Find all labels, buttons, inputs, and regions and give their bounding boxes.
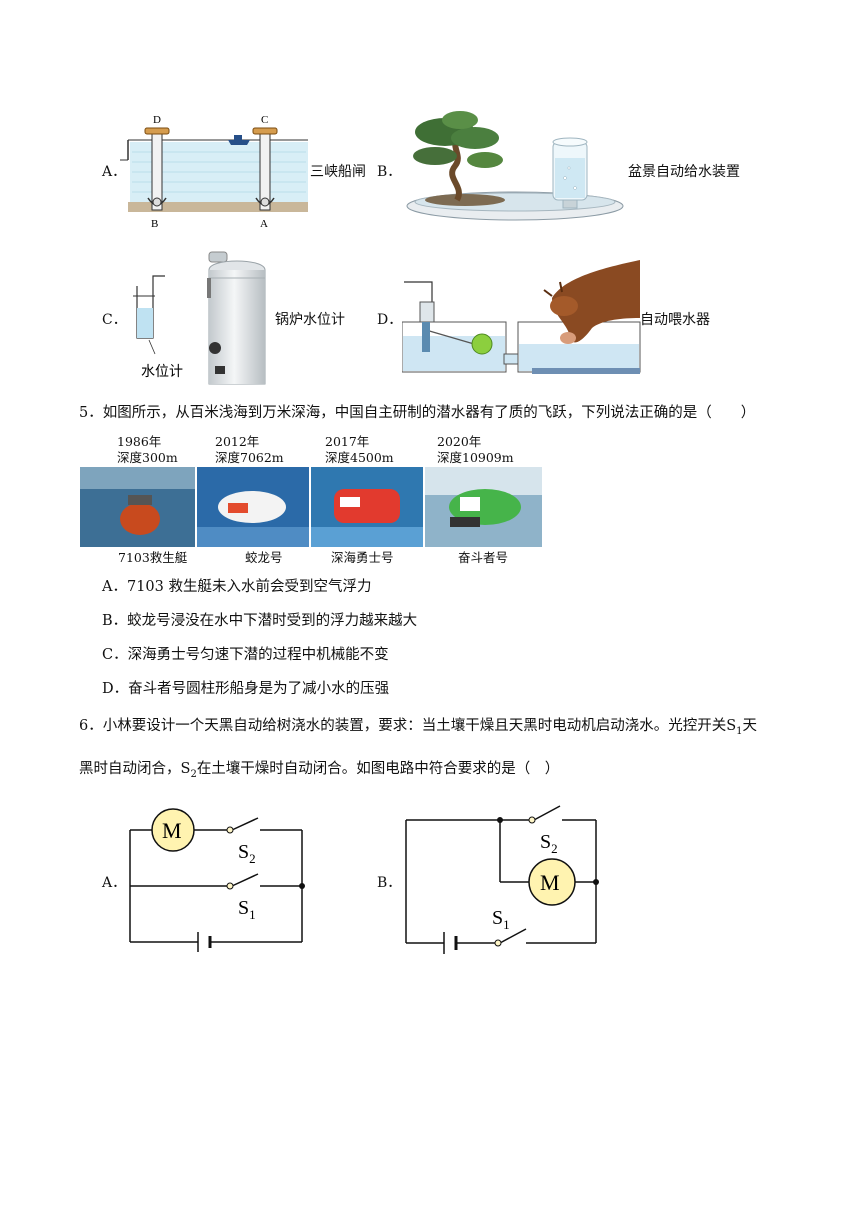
svg-text:S2: S2 [540, 831, 558, 856]
circuit-a-s1-sub: 1 [249, 907, 256, 922]
option-c-letter: C． [102, 312, 127, 328]
circuit-a-s2-sub: 2 [249, 851, 256, 866]
circuit-b-s2-sub: 2 [551, 841, 558, 856]
q6-stem-part2: 天 [742, 718, 758, 734]
q6-stem-part1: 6．小林要设计一个天黑自动给树浇水的装置，要求：当土壤干燥且天黑时电动机启动浇水… [79, 718, 727, 734]
circuit-a-letter: A． [102, 875, 127, 891]
q5-option-a: A．7103 救生艇未入水前会受到空气浮力 [102, 579, 372, 595]
photo-1-name: 7103救生艇 [118, 550, 188, 565]
bonsai-caption: 盆景自动给水装置 [628, 164, 740, 180]
circuit-a-motor: M [162, 818, 182, 843]
q6-stem-line1: 6．小林要设计一个天黑自动给树浇水的装置，要求：当土壤干燥且天黑时电动机启动浇水… [79, 718, 757, 738]
photo-2-name: 蛟龙号 [245, 550, 283, 565]
auto-feeder-figure [402, 260, 641, 374]
q5-option-c: C．深海勇士号匀速下潜的过程中机械能不变 [102, 647, 389, 663]
photo-3-depth: 深度4500m [325, 450, 394, 465]
feeder-caption: 自动喂水器 [640, 312, 710, 328]
circuit-b-letter: B． [377, 875, 402, 891]
q5-option-b: B．蛟龙号浸没在水中下潜时受到的浮力越来越大 [102, 613, 418, 629]
q6-s2: S [180, 761, 191, 777]
circuit-b-s1: S [492, 907, 503, 929]
circuit-b: M S2 S1 [405, 805, 599, 954]
boiler-caption: 锅炉水位计 [275, 312, 345, 328]
circuit-a-s1: S [238, 897, 249, 919]
option-d-letter: D． [377, 312, 403, 328]
q6-s1: S [726, 718, 737, 734]
ship-lock-figure: D C B A [120, 114, 308, 230]
submersible-photos [80, 467, 542, 547]
photo-3-year: 2017年 [325, 434, 370, 449]
bonsai-figure [406, 111, 624, 221]
photo-2-year: 2012年 [215, 434, 260, 449]
label-b: B [151, 218, 158, 230]
circuit-b-s1-sub: 1 [503, 917, 510, 932]
svg-text:S2: S2 [238, 841, 256, 866]
svg-text:S1: S1 [238, 897, 256, 922]
circuit-a: M S2 S1 [129, 808, 305, 952]
label-c: C [261, 114, 268, 126]
option-b-letter: B． [377, 164, 402, 180]
photo-3-name: 深海勇士号 [331, 550, 394, 565]
q6-stem-line2-part2: 在土壤干燥时自动闭合。如图电路中符合要求的是（ ） [196, 761, 560, 777]
q6-stem-line2-part1: 黑时自动闭合， [79, 761, 181, 777]
q6-s1-sub: 1 [736, 725, 743, 737]
photo-1-year: 1986年 [117, 434, 162, 449]
option-a-letter: A． [102, 164, 127, 180]
photo-1-depth: 深度300m [117, 450, 178, 465]
q5-stem: 5．如图所示，从百米浅海到万米深海，中国自主研制的潜水器有了质的飞跃，下列说法正… [79, 405, 756, 421]
photo-2-depth: 深度7062m [215, 450, 284, 465]
ship-lock-caption: 三峡船闸 [310, 164, 366, 180]
label-d: D [153, 114, 161, 126]
photo-4-depth: 深度10909m [437, 450, 514, 465]
q6-s2-sub: 2 [190, 768, 197, 780]
circuit-b-motor: M [540, 870, 560, 895]
q6-stem-line2: 黑时自动闭合，S2在土壤干燥时自动闭合。如图电路中符合要求的是（ ） [79, 761, 559, 781]
svg-text:S1: S1 [492, 907, 510, 932]
photo-4-year: 2020年 [437, 434, 482, 449]
label-a: A [260, 218, 268, 230]
circuit-b-s2: S [540, 831, 551, 853]
water-gauge-label: 水位计 [141, 364, 183, 380]
photo-4-name: 奋斗者号 [458, 550, 509, 565]
boiler-figure: 水位计 [133, 251, 266, 385]
q5-option-d: D．奋斗者号圆柱形船身是为了减小水的压强 [102, 681, 390, 697]
circuit-a-s2: S [238, 841, 249, 863]
